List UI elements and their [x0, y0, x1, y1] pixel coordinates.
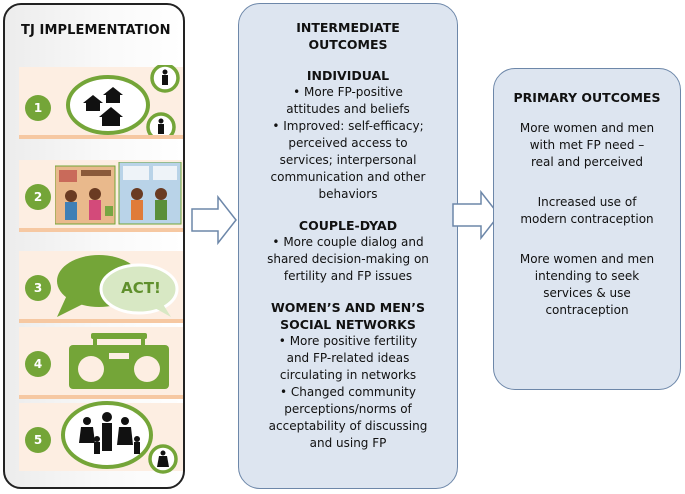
- step-4: 4: [19, 327, 183, 399]
- intermediate-title-line2: OUTCOMES: [308, 37, 388, 52]
- networks-line: circulating in networks: [279, 368, 417, 382]
- individual-line: • More FP-positive: [293, 85, 403, 99]
- outcome-line: intending to seek: [534, 269, 640, 283]
- outcome-line: Increased use of: [537, 195, 637, 209]
- networks-line: perceptions/norms of: [284, 402, 412, 416]
- arrow-to-intermediate-icon: [191, 195, 237, 245]
- primary-outcomes-title: PRIMARY OUTCOMES: [513, 90, 661, 105]
- step-divider: [19, 319, 183, 323]
- tj-implementation-panel: TJ IMPLEMENTATION 1 2: [3, 3, 185, 489]
- radio-icon: [69, 333, 169, 389]
- individual-line: services; interpersonal: [279, 153, 417, 167]
- step-5: 5: [19, 401, 183, 474]
- intermediate-title-line1: INTERMEDIATE: [296, 20, 400, 35]
- step-5-number: 5: [25, 427, 51, 453]
- outcome-line: More women and men: [519, 252, 655, 266]
- outcome-line: services & use: [543, 286, 631, 300]
- networks-heading-line2: SOCIAL NETWORKS: [280, 317, 416, 332]
- couple-heading: COUPLE-DYAD: [298, 218, 398, 233]
- primary-outcome-1: More women and men with met FP need – re…: [494, 120, 680, 171]
- primary-outcomes-panel: PRIMARY OUTCOMES More women and men with…: [493, 68, 681, 390]
- individual-line: perceived access to: [288, 136, 408, 150]
- couple-line: fertility and FP issues: [283, 269, 413, 283]
- step-2: 2: [19, 160, 183, 232]
- individual-line: • Improved: self-efficacy;: [272, 119, 424, 133]
- illustrated-materials-icon: [55, 162, 182, 225]
- primary-outcome-3: More women and men intending to seek ser…: [494, 251, 680, 319]
- houses-and-people-icon: [66, 65, 180, 137]
- networks-line: acceptability of discussing: [268, 419, 428, 433]
- step-divider: [19, 135, 183, 139]
- act-bubble-text: ACT!: [121, 279, 161, 297]
- couple-line: • More couple dialog and: [272, 235, 424, 249]
- networks-heading-line1: WOMEN’S AND MEN’S: [270, 300, 425, 315]
- family-group-icon: [61, 401, 178, 474]
- step-2-number: 2: [25, 184, 51, 210]
- networks-line: • Changed community: [280, 385, 416, 399]
- outcome-line: More women and men: [519, 121, 655, 135]
- networks-line: • More positive fertility: [278, 334, 418, 348]
- step-3: 3 ACT!: [19, 251, 183, 323]
- outcome-line: real and perceived: [530, 155, 644, 169]
- individual-line: behaviors: [318, 187, 378, 201]
- networks-line: and using FP: [309, 436, 387, 450]
- speech-bubbles-icon: [57, 255, 179, 317]
- step-3-number: 3: [25, 275, 51, 301]
- outcome-line: with met FP need –: [529, 138, 645, 152]
- tj-implementation-title: TJ IMPLEMENTATION: [21, 23, 171, 38]
- outcome-line: modern contraception: [520, 212, 654, 226]
- step-divider: [19, 395, 183, 399]
- couple-line: shared decision-making on: [267, 252, 429, 266]
- primary-outcome-2: Increased use of modern contraception: [494, 194, 680, 228]
- step-1: 1: [19, 65, 183, 139]
- intermediate-outcomes-panel: INTERMEDIATE OUTCOMES INDIVIDUAL • More …: [238, 3, 458, 489]
- individual-heading: INDIVIDUAL: [306, 68, 390, 83]
- step-4-number: 4: [25, 351, 51, 377]
- outcome-line: contraception: [545, 303, 629, 317]
- individual-line: attitudes and beliefs: [286, 102, 410, 116]
- networks-line: and FP-related ideas: [286, 351, 410, 365]
- individual-line: communication and other: [270, 170, 426, 184]
- arrow-to-primary-icon: [452, 190, 500, 240]
- step-1-number: 1: [25, 95, 51, 121]
- step-divider: [19, 228, 183, 232]
